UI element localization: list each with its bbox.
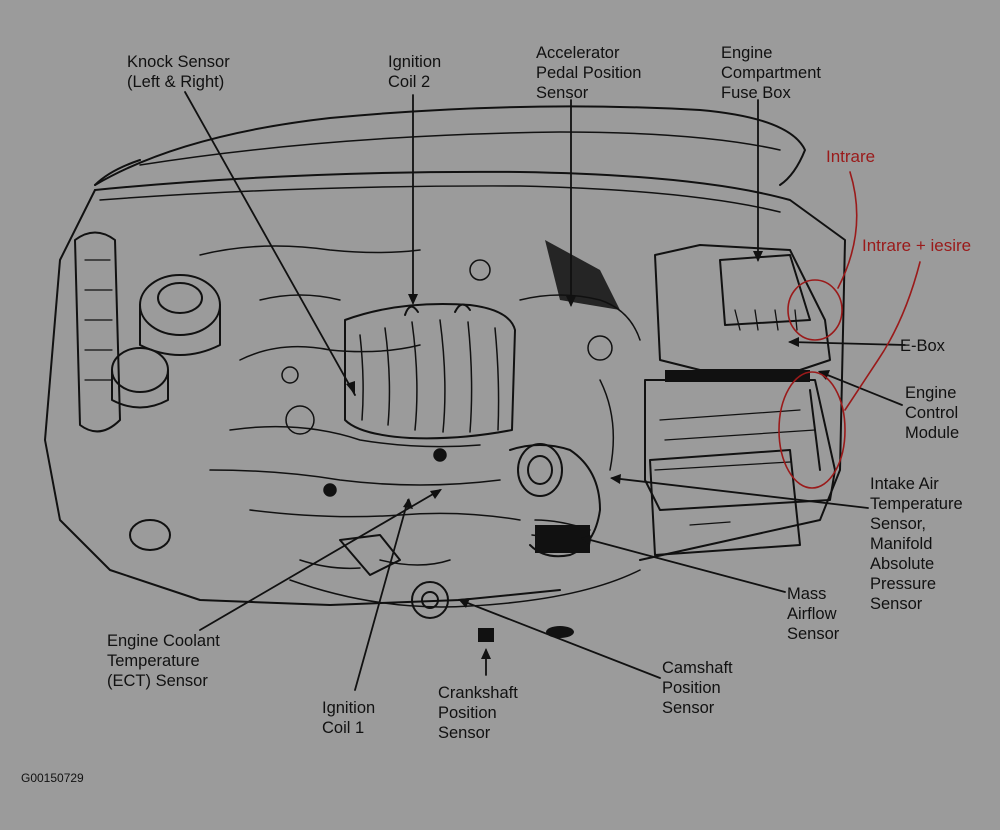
battery — [649, 449, 801, 556]
hood-outline — [94, 105, 806, 186]
ignition-coil-1-label: Ignition Coil 1 — [322, 699, 376, 737]
intake-manifold — [344, 303, 516, 440]
intrare-annotation: Intrare — [826, 147, 876, 166]
accelerator-pedal-position-sensor-label: Accelerator Pedal Position Sensor — [536, 44, 642, 102]
timing-cover — [339, 534, 449, 619]
e-box-housing — [644, 244, 836, 511]
knock-sensor-label: Knock Sensor (Left & Right) — [127, 53, 230, 91]
engine-compartment-fuse-box-label: Engine Compartment Fuse Box — [721, 44, 821, 102]
red-annotations — [778, 171, 921, 489]
leader-arrowheads — [346, 251, 830, 659]
engine-bay-frame — [44, 170, 846, 608]
crankshaft-sensor-marker — [478, 628, 494, 642]
e-box-label: E-Box — [900, 337, 945, 355]
ignition-coil-2-label: Ignition Coil 2 — [388, 53, 442, 91]
intrare-pointer — [837, 171, 858, 289]
mass-airflow-sensor-label: Mass Airflow Sensor — [787, 585, 840, 643]
intrare-circle — [787, 279, 843, 341]
wiring-harness — [199, 240, 641, 570]
left-reservoirs — [74, 231, 221, 551]
intrare-iesire-circle — [778, 371, 846, 489]
intake-duct — [509, 443, 601, 558]
crankshaft-position-sensor-label: Crankshaft Position Sensor — [438, 684, 518, 742]
intrare-iesire-pointer — [844, 261, 921, 411]
figure-code: G00150729 — [21, 771, 84, 785]
intrare-iesire-annotation: Intrare + iesire — [862, 236, 972, 255]
camshaft-position-sensor-label: Camshaft Position Sensor — [662, 659, 733, 717]
intake-air-temperature-sensor-label: Intake Air Temperature Sensor, Manifold … — [870, 475, 963, 613]
engine-control-module-label: Engine Control Module — [905, 384, 960, 442]
undertray-hole — [546, 626, 574, 638]
leader-lines — [184, 91, 906, 691]
engine-coolant-temperature-sensor-label: Engine Coolant Temperature (ECT) Sensor — [107, 632, 220, 690]
